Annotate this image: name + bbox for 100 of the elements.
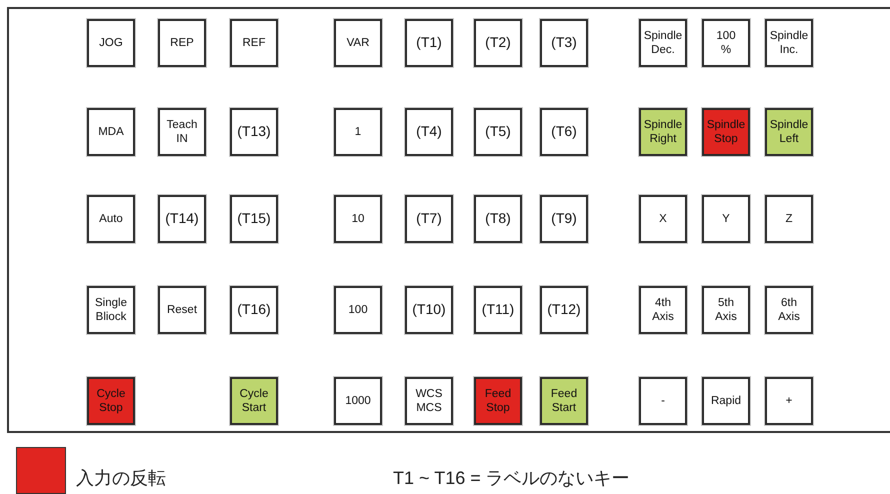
key-button — [639, 19, 687, 67]
key-button — [230, 377, 278, 425]
key-button — [765, 19, 813, 67]
key-button — [702, 377, 750, 425]
key-button — [158, 286, 206, 334]
key-button — [334, 108, 382, 156]
key-label: Spindle Stop — [706, 118, 746, 146]
key-button — [765, 377, 813, 425]
key-label: (T14) — [164, 210, 200, 228]
key-label: X — [658, 212, 668, 226]
key-button — [87, 108, 135, 156]
key-button — [639, 195, 687, 243]
key-button — [87, 377, 135, 425]
key-button — [765, 286, 813, 334]
key-button — [474, 19, 522, 67]
key-button — [540, 286, 588, 334]
key-button — [334, 377, 382, 425]
key-button — [158, 108, 206, 156]
key-label: Feed Stop — [484, 386, 512, 416]
key-label: JOG — [98, 36, 124, 50]
key-label: Spindle Dec. — [642, 28, 684, 58]
key-button — [405, 108, 453, 156]
key-label: VAR — [346, 36, 370, 50]
key-button — [540, 195, 588, 243]
key-button — [540, 108, 588, 156]
key-label: 6th Axis — [777, 296, 801, 324]
key-button — [702, 19, 750, 67]
key-label: (T16) — [236, 301, 272, 319]
key-label: Spindle Right — [642, 118, 684, 146]
key-label: MDA — [97, 124, 125, 140]
key-label: (T13) — [236, 123, 272, 141]
key-label: 1 — [354, 124, 362, 140]
key-button — [702, 108, 750, 156]
key-button — [702, 286, 750, 334]
key-button — [334, 19, 382, 67]
key-label: Teach IN — [166, 118, 198, 146]
key-label: 5th Axis — [714, 296, 738, 324]
key-label: REP — [169, 36, 195, 50]
key-button — [474, 377, 522, 425]
key-button — [765, 195, 813, 243]
key-label: - — [660, 394, 666, 408]
key-button — [474, 286, 522, 334]
key-label: (T15) — [236, 210, 272, 228]
key-label: 10 — [350, 212, 366, 226]
key-label: Cycle Stop — [96, 386, 126, 416]
key-label: REF — [242, 36, 266, 50]
key-label: (T6) — [550, 123, 578, 141]
key-label: Y — [721, 212, 731, 226]
key-button — [405, 19, 453, 67]
key-label: (T4) — [415, 123, 443, 141]
key-button — [639, 377, 687, 425]
key-button — [639, 286, 687, 334]
key-label: (T5) — [484, 123, 512, 141]
key-label: 4th Axis — [651, 296, 675, 324]
key-label: (T1) — [415, 34, 443, 52]
key-label: Cycle Start — [238, 386, 270, 416]
key-label: (T2) — [484, 34, 512, 52]
key-label: 100 % — [715, 28, 737, 58]
key-label: Feed Start — [550, 386, 578, 416]
key-label: (T9) — [550, 210, 578, 228]
key-button — [540, 19, 588, 67]
key-button — [334, 286, 382, 334]
key-button — [230, 108, 278, 156]
key-button — [230, 286, 278, 334]
key-button — [334, 195, 382, 243]
key-label: WCS MCS — [414, 386, 444, 416]
key-button — [230, 19, 278, 67]
key-label: (T10) — [411, 301, 447, 319]
key-label: Spindle Left — [768, 118, 810, 146]
note-text: T1 ~ T16 = ラベルのないキー — [393, 467, 630, 490]
key-label: Z — [784, 212, 794, 226]
key-button — [405, 377, 453, 425]
key-label: (T12) — [546, 301, 582, 319]
key-label: + — [784, 394, 794, 408]
key-button — [639, 108, 687, 156]
key-button — [405, 195, 453, 243]
key-label: Reset — [166, 302, 198, 318]
key-label: (T11) — [480, 301, 516, 319]
key-button — [230, 195, 278, 243]
key-button — [87, 195, 135, 243]
key-label: 100 — [347, 302, 369, 318]
key-button — [474, 108, 522, 156]
key-button — [158, 19, 206, 67]
key-label: Rapid — [710, 394, 742, 408]
key-label: Spindle Inc. — [768, 28, 810, 58]
key-button — [87, 19, 135, 67]
key-label: (T7) — [415, 210, 443, 228]
key-label: 1000 — [344, 394, 372, 408]
key-button — [158, 195, 206, 243]
key-button — [540, 377, 588, 425]
key-label: (T3) — [550, 34, 578, 52]
key-label: Auto — [98, 212, 124, 226]
key-button — [474, 195, 522, 243]
key-label: (T8) — [484, 210, 512, 228]
key-button — [87, 286, 135, 334]
key-button — [765, 108, 813, 156]
key-button — [405, 286, 453, 334]
legend-text: 入力の反転 — [76, 467, 166, 490]
key-button — [702, 195, 750, 243]
key-label: Single Bliock — [94, 296, 128, 324]
